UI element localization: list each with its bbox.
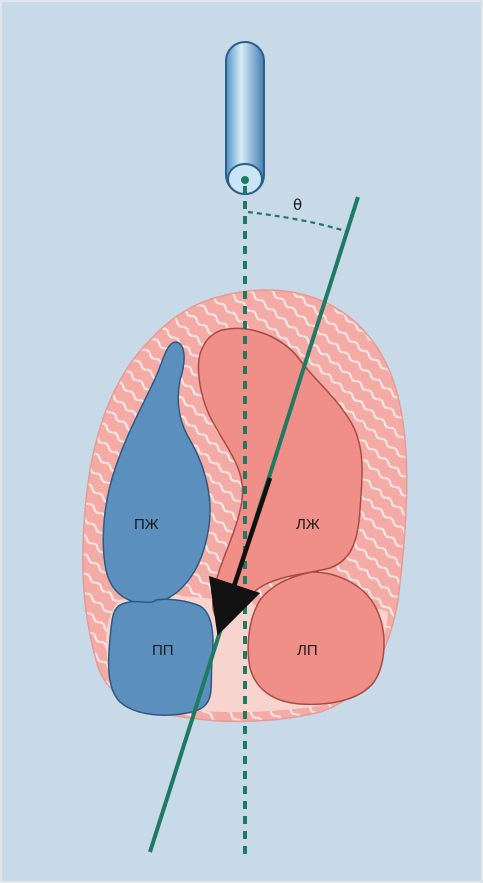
rv-label: ПЖ <box>134 516 159 533</box>
la-label: ЛП <box>297 642 318 659</box>
lv-label: ЛЖ <box>296 516 320 533</box>
angle-label: θ <box>293 196 302 214</box>
probe-icon <box>226 42 264 194</box>
left-atrium <box>248 572 384 704</box>
ra-label: ПП <box>152 642 174 659</box>
